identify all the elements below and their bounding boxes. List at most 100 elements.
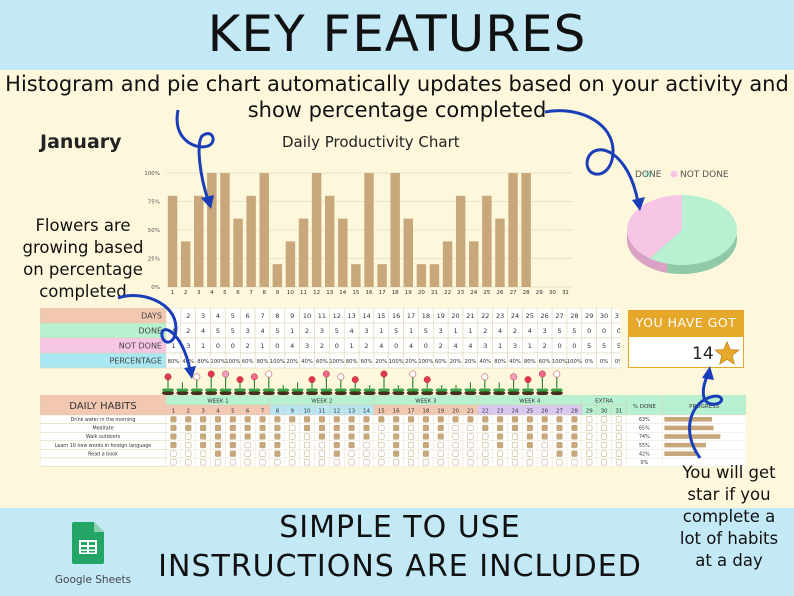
habit-checkbox[interactable] [422, 442, 429, 449]
habit-checkbox[interactable] [526, 459, 533, 466]
habit-checkbox[interactable] [437, 450, 444, 457]
habit-checkbox[interactable] [333, 442, 340, 449]
habit-checkbox[interactable] [601, 459, 608, 466]
habit-checkbox[interactable] [571, 433, 578, 440]
habit-checkbox[interactable] [437, 416, 444, 423]
habit-checkbox[interactable] [615, 416, 622, 423]
habit-checkbox[interactable] [452, 416, 459, 423]
habit-checkbox[interactable] [229, 416, 236, 423]
habit-checkbox[interactable] [407, 442, 415, 449]
habit-checkbox[interactable] [259, 433, 266, 440]
habit-checkbox[interactable] [482, 424, 489, 431]
habit-checkbox[interactable] [348, 433, 355, 440]
habit-checkbox[interactable] [244, 459, 251, 466]
habit-checkbox[interactable] [289, 416, 296, 423]
habit-checkbox[interactable] [601, 442, 608, 449]
habit-checkbox[interactable] [363, 442, 370, 449]
habit-checkbox[interactable] [482, 442, 489, 449]
habit-checkbox[interactable] [586, 450, 593, 457]
habit-checkbox[interactable] [318, 433, 325, 440]
habit-checkbox[interactable] [541, 442, 548, 449]
habit-checkbox[interactable] [452, 424, 459, 431]
habit-checkbox[interactable] [615, 442, 622, 449]
habit-checkbox[interactable] [497, 424, 504, 431]
habit-checkbox[interactable] [586, 433, 593, 440]
habit-checkbox[interactable] [214, 450, 222, 457]
habit-checkbox[interactable] [393, 442, 400, 449]
habit-checkbox[interactable] [497, 450, 504, 457]
habit-checkbox[interactable] [185, 424, 192, 431]
habit-checkbox[interactable] [318, 416, 325, 423]
habit-checkbox[interactable] [289, 459, 296, 466]
habit-checkbox[interactable] [615, 433, 622, 440]
habit-checkbox[interactable] [586, 424, 593, 431]
habit-checkbox[interactable] [422, 459, 429, 466]
habit-checkbox[interactable] [556, 459, 563, 466]
habit-checkbox[interactable] [200, 424, 207, 431]
habit-checkbox[interactable] [541, 416, 548, 423]
habit-checkbox[interactable] [244, 433, 251, 440]
habit-checkbox[interactable] [244, 416, 251, 423]
habit-checkbox[interactable] [185, 442, 192, 449]
habit-checkbox[interactable] [497, 459, 504, 466]
habit-checkbox[interactable] [304, 442, 311, 449]
habit-checkbox[interactable] [407, 433, 415, 440]
habit-checkbox[interactable] [526, 433, 533, 440]
habit-checkbox[interactable] [511, 450, 519, 457]
habit-checkbox[interactable] [289, 424, 296, 431]
habit-checkbox[interactable] [467, 442, 474, 449]
habit-checkbox[interactable] [407, 459, 415, 466]
habit-checkbox[interactable] [437, 433, 444, 440]
habit-checkbox[interactable] [378, 424, 385, 431]
habit-checkbox[interactable] [601, 416, 608, 423]
habit-checkbox[interactable] [274, 424, 281, 431]
habit-checkbox[interactable] [333, 416, 340, 423]
habit-checkbox[interactable] [378, 442, 385, 449]
habit-checkbox[interactable] [259, 424, 266, 431]
habit-checkbox[interactable] [571, 450, 578, 457]
habit-checkbox[interactable] [422, 433, 429, 440]
habit-checkbox[interactable] [378, 450, 385, 457]
habit-checkbox[interactable] [615, 450, 622, 457]
habit-checkbox[interactable] [274, 433, 281, 440]
habit-checkbox[interactable] [244, 424, 251, 431]
habit-checkbox[interactable] [289, 450, 296, 457]
habit-checkbox[interactable] [274, 442, 281, 449]
habit-checkbox[interactable] [437, 424, 444, 431]
habit-checkbox[interactable] [229, 450, 236, 457]
habit-checkbox[interactable] [259, 442, 266, 449]
habit-checkbox[interactable] [556, 450, 563, 457]
habit-checkbox[interactable] [586, 416, 593, 423]
habit-checkbox[interactable] [214, 459, 222, 466]
habit-checkbox[interactable] [526, 450, 533, 457]
habit-checkbox[interactable] [170, 459, 177, 466]
habit-checkbox[interactable] [363, 424, 370, 431]
habit-checkbox[interactable] [170, 442, 177, 449]
habit-checkbox[interactable] [601, 450, 608, 457]
habit-checkbox[interactable] [289, 433, 296, 440]
habit-checkbox[interactable] [511, 424, 519, 431]
habit-checkbox[interactable] [511, 459, 519, 466]
habit-checkbox[interactable] [497, 433, 504, 440]
habit-checkbox[interactable] [214, 433, 222, 440]
habit-checkbox[interactable] [586, 459, 593, 466]
habit-checkbox[interactable] [259, 450, 266, 457]
habit-checkbox[interactable] [363, 459, 370, 466]
habit-checkbox[interactable] [467, 416, 474, 423]
habit-checkbox[interactable] [511, 442, 519, 449]
habit-checkbox[interactable] [170, 433, 177, 440]
habit-checkbox[interactable] [348, 450, 355, 457]
habit-checkbox[interactable] [541, 433, 548, 440]
habit-checkbox[interactable] [467, 459, 474, 466]
habit-checkbox[interactable] [571, 459, 578, 466]
habit-checkbox[interactable] [214, 442, 222, 449]
habit-checkbox[interactable] [348, 416, 355, 423]
habit-checkbox[interactable] [304, 424, 311, 431]
habit-checkbox[interactable] [200, 442, 207, 449]
habit-checkbox[interactable] [407, 450, 415, 457]
habit-checkbox[interactable] [185, 450, 192, 457]
habit-checkbox[interactable] [318, 424, 325, 431]
habit-checkbox[interactable] [526, 424, 533, 431]
habit-checkbox[interactable] [556, 416, 563, 423]
habit-checkbox[interactable] [363, 433, 370, 440]
